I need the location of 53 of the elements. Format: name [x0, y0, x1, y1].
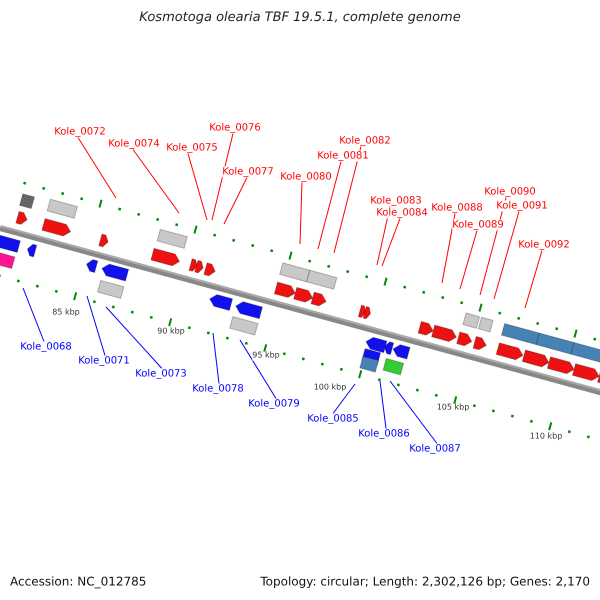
scale-label: 100 kbp	[314, 384, 346, 392]
leader-line	[332, 384, 356, 414]
gene-label: Kole_0081	[317, 150, 369, 162]
gene-label: Kole_0091	[496, 200, 548, 212]
leader-line	[188, 153, 208, 220]
leader-line	[86, 296, 106, 356]
scale-label: 110 kbp	[530, 432, 562, 442]
leader-line	[460, 230, 478, 290]
accession-text: Accession: NC_012785	[10, 575, 146, 589]
gene-label: Kole_0080	[280, 172, 332, 182]
leader-line	[212, 332, 220, 384]
leader-line	[382, 218, 400, 266]
gene-label: Kole_0087	[409, 444, 461, 454]
leader-line	[240, 340, 276, 399]
leader-line	[132, 149, 180, 214]
gene-label: Kole_0083	[370, 196, 422, 206]
gene-label: Kole_0071	[78, 356, 130, 366]
scale-label: 90 kbp	[157, 328, 185, 336]
map-title: Kosmotoga olearia TBF 19.5.1, complete genome	[139, 10, 461, 26]
gene-label: Kole_0085	[307, 414, 359, 424]
gene-label: Kole_0084	[376, 208, 428, 218]
genome-info-text: Topology: circular; Length: 2,302,126 bp; Genes: 2,170	[260, 575, 590, 589]
scale-label: 105 kbp	[436, 404, 470, 412]
leader-line	[212, 133, 234, 220]
gene-label: Kole_0068	[20, 342, 72, 352]
gene-label: Kole_0089	[452, 220, 504, 230]
gene-label: Kole_0086	[358, 428, 410, 440]
gene-label: Kole_0092	[518, 240, 570, 250]
leader-line	[494, 211, 520, 300]
gene-label: Kole_0072	[54, 126, 106, 138]
gene-label: Kole_0076	[209, 122, 261, 134]
gene-label: Kole_0074	[108, 138, 160, 150]
leader-line	[390, 380, 438, 444]
gene-label: Kole_0073	[135, 368, 187, 380]
scale-label: 85 kbp	[52, 308, 80, 318]
gene-label: Kole_0082	[339, 136, 391, 146]
scale-label: 95 kbp	[252, 352, 280, 360]
gene-label: Kole_0078	[192, 384, 244, 394]
gene-label: Kole_0077	[222, 166, 274, 178]
leader-line	[380, 380, 386, 429]
leader-line	[524, 250, 542, 308]
leader-line	[78, 137, 116, 198]
leader-line	[106, 306, 162, 369]
leader-line	[442, 213, 456, 284]
gene-label: Kole_0088	[431, 202, 483, 214]
leader-line	[318, 161, 342, 250]
gene-label: Kole_0090	[484, 186, 536, 198]
leader-line	[22, 288, 44, 342]
gene-label: Kole_0075	[166, 142, 218, 154]
gene-label: Kole_0079	[248, 398, 300, 410]
leader-line	[334, 146, 362, 254]
leader-line	[224, 177, 248, 224]
leader-line	[300, 182, 302, 244]
